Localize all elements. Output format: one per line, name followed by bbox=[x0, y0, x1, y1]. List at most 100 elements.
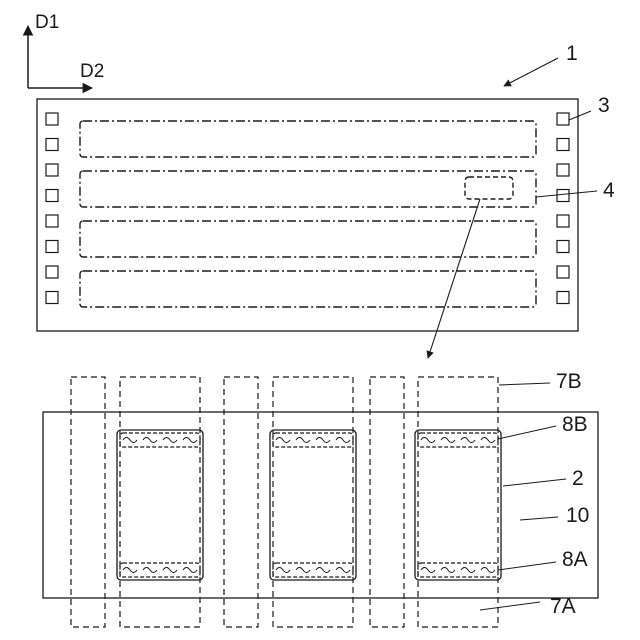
detail-region-marker bbox=[465, 177, 513, 199]
upper-contact-frame bbox=[418, 433, 498, 447]
contact-wave bbox=[316, 568, 330, 573]
bottom-panel bbox=[43, 377, 598, 627]
pad bbox=[46, 113, 58, 125]
pad bbox=[46, 139, 58, 151]
lower-dashed-leader bbox=[480, 602, 540, 610]
pad bbox=[557, 113, 569, 125]
contact-wave bbox=[481, 568, 495, 573]
pad-column-right bbox=[557, 113, 569, 304]
element-group bbox=[71, 377, 501, 627]
upper-contact-frame bbox=[273, 433, 353, 447]
lower-contact-frame bbox=[273, 563, 353, 577]
narrow-dashed-electrode bbox=[370, 377, 404, 627]
pad bbox=[46, 164, 58, 176]
lower-contact bbox=[273, 563, 353, 577]
element-body bbox=[117, 430, 203, 580]
narrow-dashed-electrode bbox=[71, 377, 105, 627]
pad bbox=[557, 292, 569, 304]
label-lower-contact: 8A bbox=[562, 548, 588, 571]
pad bbox=[557, 139, 569, 151]
label-cell-region: 4 bbox=[603, 179, 615, 202]
pad bbox=[46, 292, 58, 304]
contact-wave bbox=[461, 568, 475, 573]
cell-leader-line bbox=[536, 191, 597, 197]
axis-indicator: D1 D2 bbox=[28, 12, 104, 88]
contact-wave bbox=[421, 438, 435, 443]
element-leader bbox=[503, 479, 566, 486]
pad-leader-line bbox=[569, 111, 591, 120]
lower-contact-leader bbox=[498, 562, 556, 570]
pad bbox=[557, 190, 569, 202]
pad-column-left bbox=[46, 113, 58, 304]
pad bbox=[557, 164, 569, 176]
layer-outline bbox=[43, 412, 598, 598]
upper-contact bbox=[273, 433, 353, 447]
wide-dashed-electrode bbox=[273, 377, 353, 627]
contact-wave bbox=[276, 438, 290, 443]
pad bbox=[46, 215, 58, 227]
upper-contact bbox=[418, 433, 498, 447]
wide-dashed-electrode bbox=[418, 377, 498, 627]
upper-dashed-leader bbox=[499, 383, 550, 385]
device-leader-arrow bbox=[504, 58, 558, 86]
narrow-dashed-electrode bbox=[224, 377, 258, 627]
contact-wave bbox=[276, 568, 290, 573]
contact-wave bbox=[183, 438, 197, 443]
contact-wave bbox=[143, 438, 157, 443]
element-body bbox=[415, 430, 501, 580]
lower-contact bbox=[418, 563, 498, 577]
lower-contact-frame bbox=[120, 563, 200, 577]
contact-wave bbox=[336, 568, 350, 573]
cell-strip bbox=[80, 271, 536, 307]
element-unit bbox=[370, 377, 501, 627]
d1-axis-label: D1 bbox=[35, 12, 59, 33]
label-device: 1 bbox=[566, 42, 578, 65]
contact-wave bbox=[163, 568, 177, 573]
detail-arrow bbox=[428, 199, 480, 358]
d2-axis-label: D2 bbox=[80, 61, 104, 82]
contact-wave bbox=[421, 568, 435, 573]
contact-wave bbox=[123, 568, 137, 573]
pad bbox=[46, 190, 58, 202]
contact-wave bbox=[336, 438, 350, 443]
lower-contact bbox=[120, 563, 200, 577]
contact-wave bbox=[316, 438, 330, 443]
contact-wave bbox=[296, 438, 310, 443]
label-lower-dashed: 7A bbox=[550, 595, 576, 618]
label-upper-dashed: 7B bbox=[556, 370, 582, 393]
cell-strip bbox=[80, 171, 536, 207]
contact-wave bbox=[441, 568, 455, 573]
pad bbox=[557, 241, 569, 253]
contact-wave bbox=[296, 568, 310, 573]
strip-group bbox=[80, 121, 536, 307]
contact-wave bbox=[183, 568, 197, 573]
contact-wave bbox=[461, 438, 475, 443]
element-unit bbox=[71, 377, 203, 627]
label-upper-contact: 8B bbox=[562, 413, 588, 436]
contact-wave bbox=[481, 438, 495, 443]
contact-wave bbox=[143, 568, 157, 573]
device-outline bbox=[37, 99, 578, 331]
cell-strip bbox=[80, 121, 536, 157]
contact-wave bbox=[441, 438, 455, 443]
wide-dashed-electrode bbox=[120, 377, 200, 627]
contact-wave bbox=[123, 438, 137, 443]
upper-contact-leader bbox=[498, 426, 556, 439]
pad bbox=[46, 241, 58, 253]
contact-wave bbox=[163, 438, 177, 443]
label-element: 2 bbox=[572, 467, 584, 490]
pad bbox=[46, 266, 58, 278]
lower-contact-frame bbox=[418, 563, 498, 577]
pad bbox=[557, 215, 569, 227]
element-body bbox=[270, 430, 356, 580]
upper-contact-frame bbox=[120, 433, 200, 447]
label-pad: 3 bbox=[598, 94, 610, 117]
layer-leader bbox=[520, 517, 558, 520]
upper-contact bbox=[120, 433, 200, 447]
pad bbox=[557, 266, 569, 278]
element-unit bbox=[224, 377, 356, 627]
label-layer: 10 bbox=[566, 504, 589, 527]
cell-strip bbox=[80, 221, 536, 257]
top-panel bbox=[37, 99, 578, 331]
